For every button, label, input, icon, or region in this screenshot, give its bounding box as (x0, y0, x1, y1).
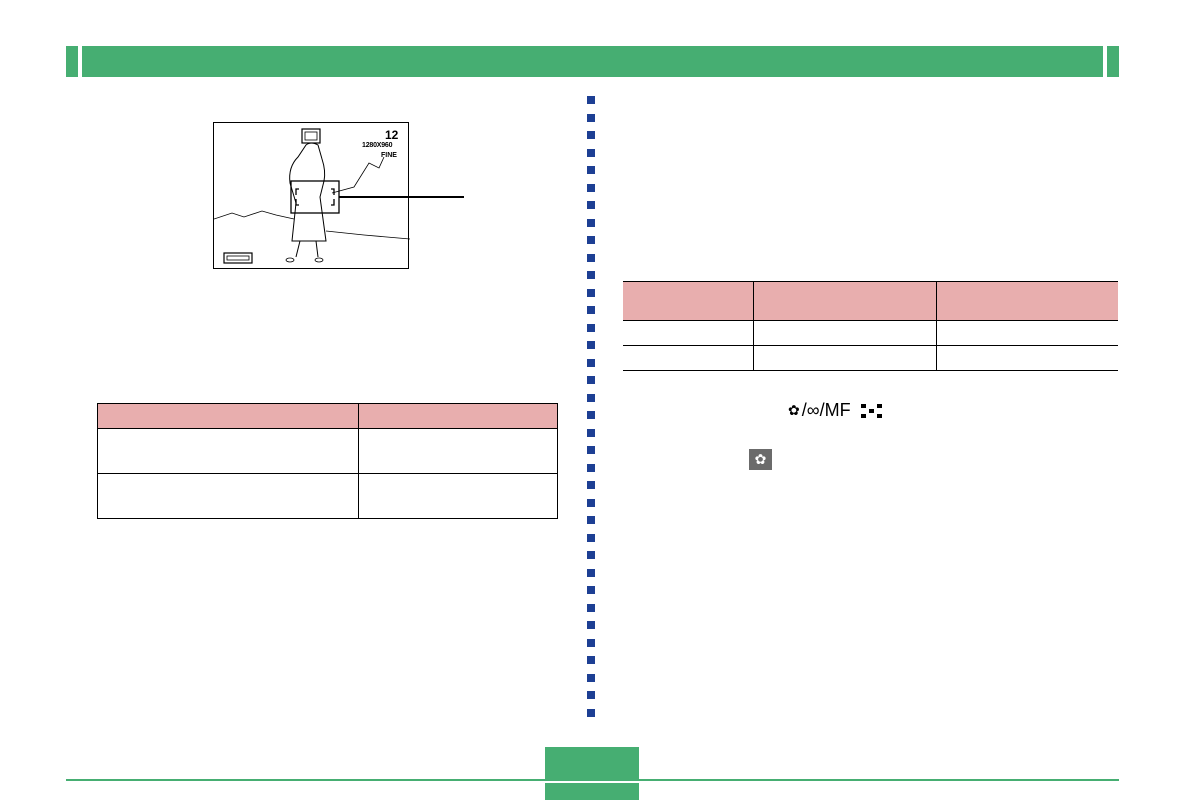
table-row (97, 473, 558, 519)
table-header-row (97, 403, 558, 429)
table-header-cell (623, 281, 754, 321)
multi-focus-grid-icon (860, 403, 883, 418)
macro-flower-icon: ✿ (788, 402, 800, 418)
table-header-row (623, 281, 1118, 321)
table-cell (623, 320, 754, 346)
header-cap-right (1103, 46, 1107, 77)
header-cap-left (78, 46, 82, 77)
table-cell (753, 345, 937, 371)
right-table (623, 281, 1118, 371)
table-cell (623, 345, 754, 371)
page-tab-bottom (545, 783, 639, 800)
table-header-cell (753, 281, 937, 321)
infinity-icon: ∞ (806, 400, 820, 420)
table-cell (97, 473, 359, 519)
table-cell (936, 320, 1118, 346)
shots-remaining: 12 (385, 128, 399, 142)
table-cell (753, 320, 937, 346)
table-row (623, 345, 1118, 371)
table-header-cell (97, 403, 359, 429)
left-table (97, 403, 558, 519)
viewfinder-illustration (213, 122, 410, 269)
focus-mode-icons: ✿ / ∞ / MF (788, 400, 883, 421)
page-number-tab (545, 747, 639, 800)
separator-text: / (819, 400, 825, 420)
focus-frame-callout-line (339, 196, 464, 198)
table-cell (358, 428, 558, 474)
table-cell (936, 345, 1118, 371)
image-size: 1280X960 (362, 142, 393, 149)
viewfinder-drawing (214, 128, 410, 264)
table-cell (97, 428, 359, 474)
table-row (97, 428, 558, 474)
manual-focus-label: MF (824, 400, 851, 420)
footer-line (66, 779, 1119, 781)
header-bar (66, 46, 1119, 77)
macro-flower-icon: ✿ (749, 449, 772, 470)
column-divider (587, 96, 595, 726)
table-row (623, 320, 1118, 346)
separator-text: / (801, 400, 807, 420)
table-cell (358, 473, 558, 519)
image-quality: FINE (381, 152, 397, 159)
table-header-cell (936, 281, 1118, 321)
table-header-cell (358, 403, 558, 429)
page-tab-top (545, 747, 639, 780)
